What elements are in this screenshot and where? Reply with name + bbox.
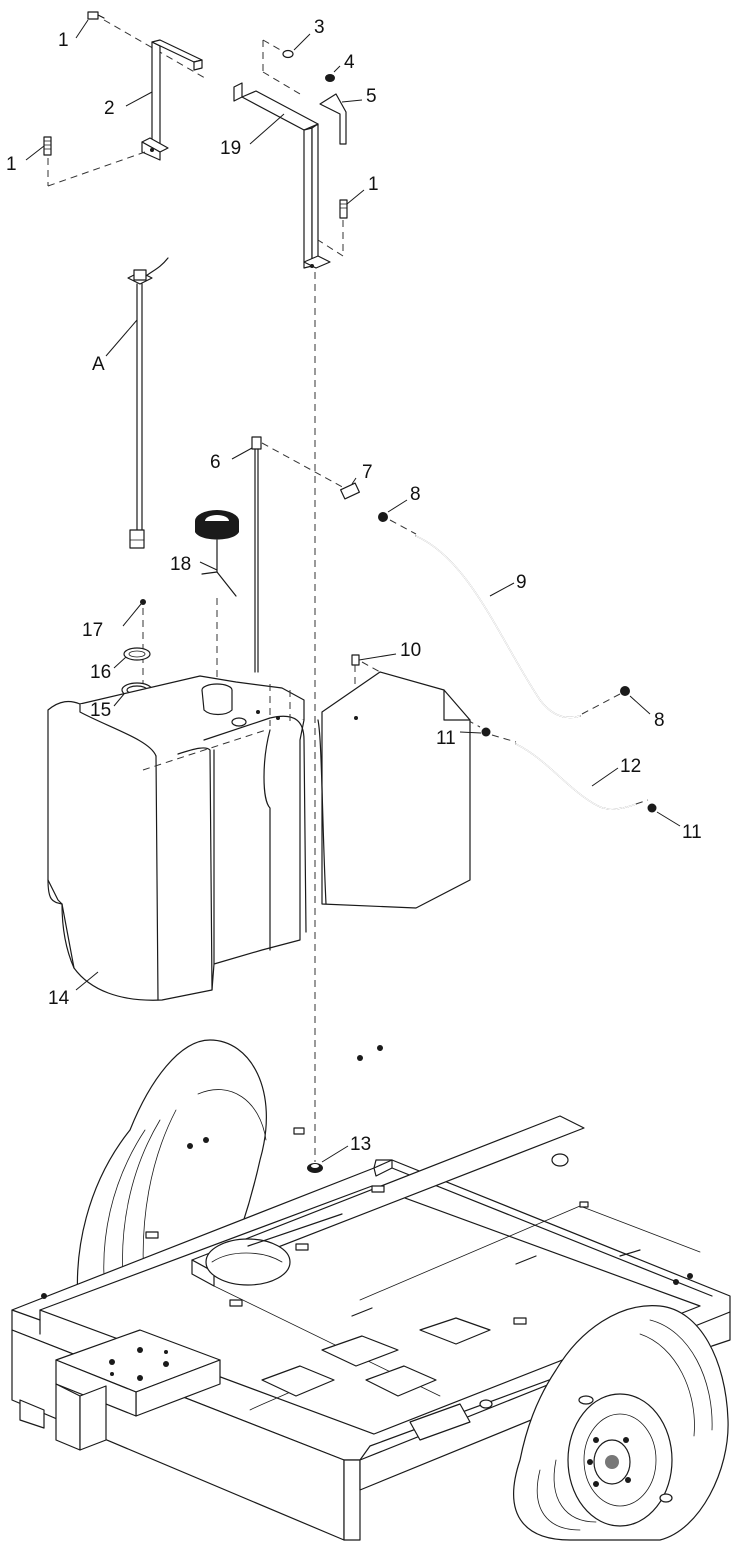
callout-5: 5 bbox=[366, 86, 377, 107]
grommet-13 bbox=[307, 1163, 323, 1173]
pin-5 bbox=[319, 93, 347, 145]
screw-17 bbox=[140, 599, 146, 605]
callout-6: 6 bbox=[210, 452, 221, 473]
callout-16: 16 bbox=[90, 662, 111, 683]
trailer-frame bbox=[11, 1039, 731, 1541]
callout-7: 7 bbox=[362, 462, 373, 483]
fuel-tank-14 bbox=[47, 671, 471, 1001]
hose-12 bbox=[515, 743, 637, 810]
hose-9 bbox=[415, 535, 581, 719]
callout-3: 3 bbox=[314, 17, 325, 38]
callout-A: A bbox=[92, 354, 105, 375]
callout-17: 17 bbox=[82, 620, 103, 641]
gasket-16 bbox=[123, 647, 151, 661]
callout-8-top: 8 bbox=[410, 484, 421, 505]
bracket-19 bbox=[233, 82, 331, 269]
fitting-7 bbox=[340, 482, 360, 500]
callout-10: 10 bbox=[400, 640, 421, 661]
dipstick-6 bbox=[251, 436, 262, 673]
bolt-1-top bbox=[87, 11, 105, 20]
callout-9: 9 bbox=[516, 572, 527, 593]
callout-11-top: 11 bbox=[436, 728, 456, 749]
callout-1-left: 1 bbox=[6, 154, 17, 175]
fuel-cap-18 bbox=[195, 510, 239, 597]
callout-13: 13 bbox=[350, 1134, 371, 1155]
washer-3 bbox=[282, 49, 294, 59]
nut-11-b bbox=[647, 803, 657, 813]
bracket-2 bbox=[141, 39, 203, 161]
callout-1-right: 1 bbox=[368, 174, 379, 195]
nut-4 bbox=[325, 74, 335, 82]
nut-11-a bbox=[481, 727, 491, 737]
callout-11-right: 11 bbox=[682, 822, 702, 843]
callout-14: 14 bbox=[48, 988, 70, 1009]
callout-1-top: 1 bbox=[58, 30, 69, 51]
bolt-1-right bbox=[339, 199, 348, 219]
callout-2: 2 bbox=[104, 98, 115, 119]
callout-4: 4 bbox=[344, 52, 355, 73]
callout-8-right: 8 bbox=[654, 710, 665, 731]
fitting-10 bbox=[351, 654, 360, 686]
callout-18: 18 bbox=[170, 554, 191, 575]
nut-8-b bbox=[620, 686, 630, 696]
fuel-sender-A bbox=[127, 257, 169, 549]
bolt-1-left bbox=[43, 136, 52, 156]
nut-8-a bbox=[378, 512, 388, 522]
callout-19: 19 bbox=[220, 138, 241, 159]
callout-15: 15 bbox=[90, 700, 111, 721]
callout-12: 12 bbox=[620, 756, 641, 777]
